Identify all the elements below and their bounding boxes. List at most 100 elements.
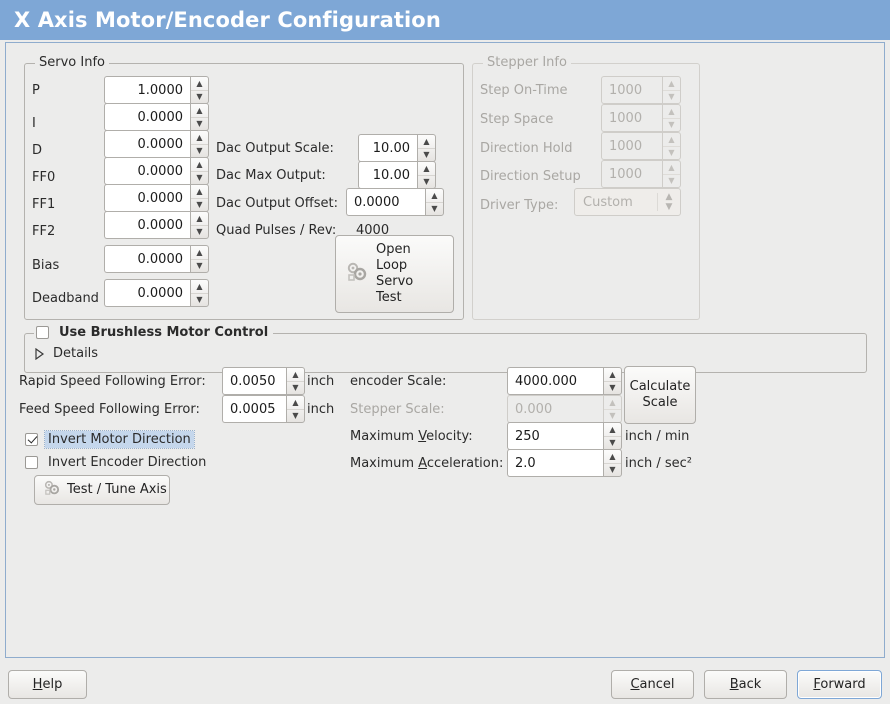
stepper-scale-value[interactable]: 0.000 xyxy=(507,395,603,423)
encoder-scale-stepper[interactable]: ▲ ▼ xyxy=(603,367,622,395)
servo-deadband-value[interactable]: 0.0000 xyxy=(104,279,190,307)
maximum-acceleration-stepper[interactable]: ▲ ▼ xyxy=(603,449,622,477)
servo-d-stepper[interactable]: ▲ ▼ xyxy=(190,130,209,158)
spin-down-icon[interactable]: ▼ xyxy=(604,463,621,476)
stepper-scale-spinbox[interactable]: 0.000 ▲ ▼ xyxy=(507,395,622,423)
servo-i-stepper[interactable]: ▲ ▼ xyxy=(190,103,209,131)
dac-output-scale-spinbox[interactable]: 10.00 ▲ ▼ xyxy=(358,134,436,162)
servo-i-spinbox[interactable]: 0.0000 ▲ ▼ xyxy=(104,103,209,131)
servo-ff2-value[interactable]: 0.0000 xyxy=(104,211,190,239)
dac-output-offset-stepper[interactable]: ▲ ▼ xyxy=(425,188,444,216)
maximum-velocity-spinbox[interactable]: 250 ▲ ▼ xyxy=(507,422,622,450)
servo-bias-stepper[interactable]: ▲ ▼ xyxy=(190,245,209,273)
direction-hold-spinbox[interactable]: 1000 ▲ ▼ xyxy=(601,132,681,160)
servo-deadband-stepper[interactable]: ▲ ▼ xyxy=(190,279,209,307)
cancel-button[interactable]: Cancel xyxy=(611,670,694,699)
servo-ff0-value[interactable]: 0.0000 xyxy=(104,157,190,185)
servo-p-value[interactable]: 1.0000 xyxy=(104,76,190,104)
servo-ff0-stepper[interactable]: ▲ ▼ xyxy=(190,157,209,185)
servo-d-spinbox[interactable]: 0.0000 ▲ ▼ xyxy=(104,130,209,158)
spin-up-icon[interactable]: ▲ xyxy=(292,397,299,407)
spin-down-icon[interactable]: ▼ xyxy=(663,146,680,159)
details-expander[interactable]: Details xyxy=(34,346,98,361)
spin-down-icon[interactable]: ▼ xyxy=(663,174,680,187)
direction-setup-value[interactable]: 1000 xyxy=(601,160,662,188)
dac-max-output-value[interactable]: 10.00 xyxy=(358,161,417,189)
dac-output-offset-spinbox[interactable]: 0.0000 ▲ ▼ xyxy=(346,188,444,216)
step-space-value[interactable]: 1000 xyxy=(601,104,662,132)
spin-down-icon[interactable]: ▼ xyxy=(604,381,621,394)
spin-down-icon[interactable]: ▼ xyxy=(191,225,208,238)
spin-down-icon[interactable]: ▼ xyxy=(191,259,208,272)
spin-down-icon[interactable]: ▼ xyxy=(287,409,304,422)
maximum-acceleration-spinbox[interactable]: 2.0 ▲ ▼ xyxy=(507,449,622,477)
maximum-velocity-stepper[interactable]: ▲ ▼ xyxy=(603,422,622,450)
dac-output-offset-value[interactable]: 0.0000 xyxy=(346,188,425,216)
servo-deadband-spinbox[interactable]: 0.0000 ▲ ▼ xyxy=(104,279,209,307)
servo-bias-spinbox[interactable]: 0.0000 ▲ ▼ xyxy=(104,245,209,273)
servo-ff2-stepper[interactable]: ▲ ▼ xyxy=(190,211,209,239)
encoder-scale-spinbox[interactable]: 4000.000 ▲ ▼ xyxy=(507,367,622,395)
step-space-spinbox[interactable]: 1000 ▲ ▼ xyxy=(601,104,681,132)
servo-ff1-value[interactable]: 0.0000 xyxy=(104,184,190,212)
use-brushless-motor-control-checkbox[interactable]: Use Brushless Motor Control xyxy=(34,324,274,341)
maximum-velocity-value[interactable]: 250 xyxy=(507,422,603,450)
calculate-scale-button[interactable]: Calculate Scale xyxy=(624,366,696,424)
forward-button[interactable]: Forward xyxy=(797,670,882,699)
test-tune-axis-button[interactable]: Test / Tune Axis xyxy=(34,475,170,505)
servo-bias-value[interactable]: 0.0000 xyxy=(104,245,190,273)
encoder-scale-value[interactable]: 4000.000 xyxy=(507,367,603,395)
spin-down-icon[interactable]: ▼ xyxy=(191,117,208,130)
spin-up-icon[interactable]: ▲ xyxy=(196,213,203,223)
feed-speed-following-error-spinbox[interactable]: 0.0005 ▲ ▼ xyxy=(222,395,305,423)
dac-output-scale-stepper[interactable]: ▲ ▼ xyxy=(417,134,436,162)
rapid-spinner[interactable]: ▲ ▼ xyxy=(286,367,305,395)
checkbox-box[interactable] xyxy=(25,456,38,469)
spin-down-icon[interactable]: ▼ xyxy=(418,175,435,188)
step-on-time-spinbox[interactable]: 1000 ▲ ▼ xyxy=(601,76,681,104)
servo-p-stepper[interactable]: ▲ ▼ xyxy=(190,76,209,104)
servo-p-spinbox[interactable]: 1.0000 ▲ ▼ xyxy=(104,76,209,104)
spin-down-icon[interactable]: ▼ xyxy=(287,381,304,394)
invert-motor-direction-checkbox[interactable]: Invert Motor Direction xyxy=(25,430,195,449)
direction-hold-value[interactable]: 1000 xyxy=(601,132,662,160)
step-on-time-value[interactable]: 1000 xyxy=(601,76,662,104)
rapid-speed-following-error-spinbox[interactable]: 0.0050 ▲ ▼ xyxy=(222,367,305,395)
direction-hold-stepper[interactable]: ▲ ▼ xyxy=(662,132,681,160)
rapid-speed-following-error-value[interactable]: 0.0050 xyxy=(222,367,286,395)
step-space-stepper[interactable]: ▲ ▼ xyxy=(662,104,681,132)
spin-up-icon[interactable]: ▲ xyxy=(609,369,616,379)
spin-down-icon[interactable]: ▼ xyxy=(604,409,621,422)
spin-up-icon[interactable]: ▲ xyxy=(196,247,203,257)
servo-d-value[interactable]: 0.0000 xyxy=(104,130,190,158)
spin-up-icon[interactable]: ▲ xyxy=(668,162,675,172)
spin-down-icon[interactable]: ▼ xyxy=(663,90,680,103)
invert-encoder-direction-checkbox[interactable]: Invert Encoder Direction xyxy=(25,454,209,471)
chevron-updown-icon[interactable]: ▲▼ xyxy=(665,192,673,212)
step-on-time-stepper[interactable]: ▲ ▼ xyxy=(662,76,681,104)
spin-up-icon[interactable]: ▲ xyxy=(196,105,203,115)
spin-up-icon[interactable]: ▲ xyxy=(431,190,438,200)
dac-output-scale-value[interactable]: 10.00 xyxy=(358,134,417,162)
spin-down-icon[interactable]: ▼ xyxy=(191,144,208,157)
spin-up-icon[interactable]: ▲ xyxy=(609,451,616,461)
spin-down-icon[interactable]: ▼ xyxy=(418,148,435,161)
spin-up-icon[interactable]: ▲ xyxy=(423,163,430,173)
spin-up-icon[interactable]: ▲ xyxy=(196,186,203,196)
spin-up-icon[interactable]: ▲ xyxy=(196,281,203,291)
maximum-acceleration-value[interactable]: 2.0 xyxy=(507,449,603,477)
servo-ff1-stepper[interactable]: ▲ ▼ xyxy=(190,184,209,212)
stepper-scale-stepper[interactable]: ▲ ▼ xyxy=(603,395,622,423)
spin-up-icon[interactable]: ▲ xyxy=(668,106,675,116)
servo-ff2-spinbox[interactable]: 0.0000 ▲ ▼ xyxy=(104,211,209,239)
spin-up-icon[interactable]: ▲ xyxy=(196,78,203,88)
chevron-right-icon[interactable] xyxy=(34,347,45,360)
spin-up-icon[interactable]: ▲ xyxy=(609,424,616,434)
spin-up-icon[interactable]: ▲ xyxy=(609,397,616,407)
feed-spinner[interactable]: ▲ ▼ xyxy=(286,395,305,423)
open-loop-servo-test-button[interactable]: Open Loop Servo Test xyxy=(335,235,454,313)
spin-down-icon[interactable]: ▼ xyxy=(191,171,208,184)
spin-down-icon[interactable]: ▼ xyxy=(426,202,443,215)
spin-up-icon[interactable]: ▲ xyxy=(668,78,675,88)
spin-down-icon[interactable]: ▼ xyxy=(191,198,208,211)
